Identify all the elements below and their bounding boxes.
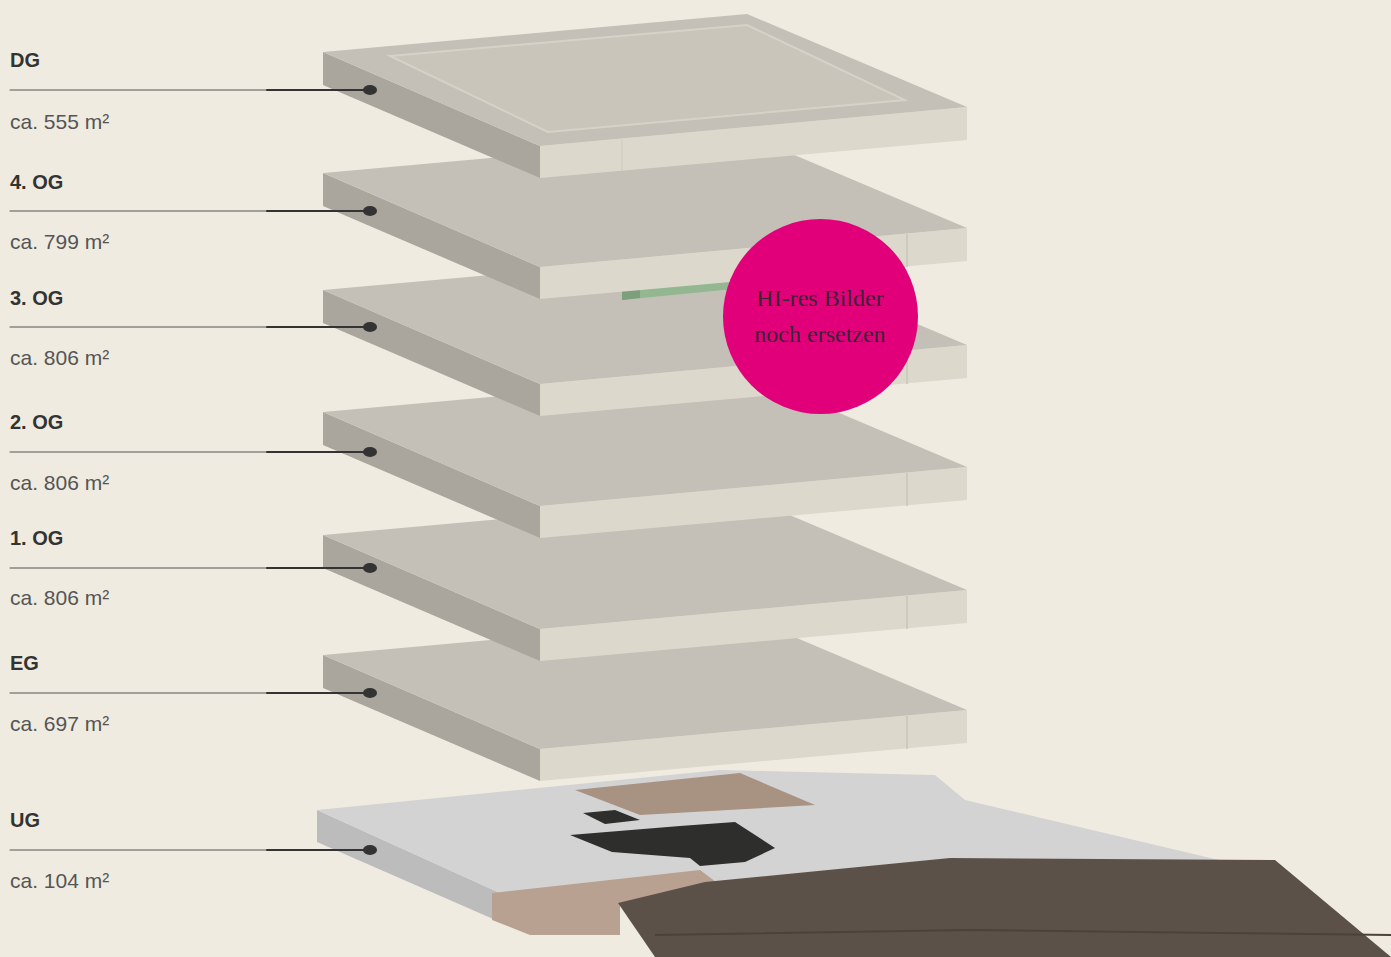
leader-line [10,563,377,573]
floor-area: ca. 697 m² [10,712,109,736]
floor-area: ca. 555 m² [10,110,109,134]
roof-plate [323,14,967,178]
floor-name: EG [10,651,39,675]
leader-line [10,845,377,855]
floor-name: 1. OG [10,526,63,550]
leader-line [10,85,377,95]
basement-plate [317,770,1391,957]
leader-line [10,206,377,216]
note-text: HI-res Bilder noch ersetzen [735,280,905,352]
leader-line [10,688,377,698]
floor-area: ca. 806 m² [10,471,109,495]
floor-name: 4. OG [10,170,63,194]
floor-name: 3. OG [10,286,63,310]
terrain [618,858,1391,957]
core [570,822,775,866]
leader-line [10,447,377,457]
core [583,810,640,824]
floor-area: ca. 806 m² [10,586,109,610]
floor-area: ca. 806 m² [10,346,109,370]
leader-lines [10,85,377,855]
leader-line [10,322,377,332]
note-circle: HI-res Bilder noch ersetzen [723,219,918,414]
terrain-edge [655,930,1391,935]
floor-area: ca. 799 m² [10,230,109,254]
floor-name: 2. OG [10,410,63,434]
floor-area: ca. 104 m² [10,869,109,893]
floor-name: UG [10,808,40,832]
room [575,773,815,815]
floor-name: DG [10,48,40,72]
